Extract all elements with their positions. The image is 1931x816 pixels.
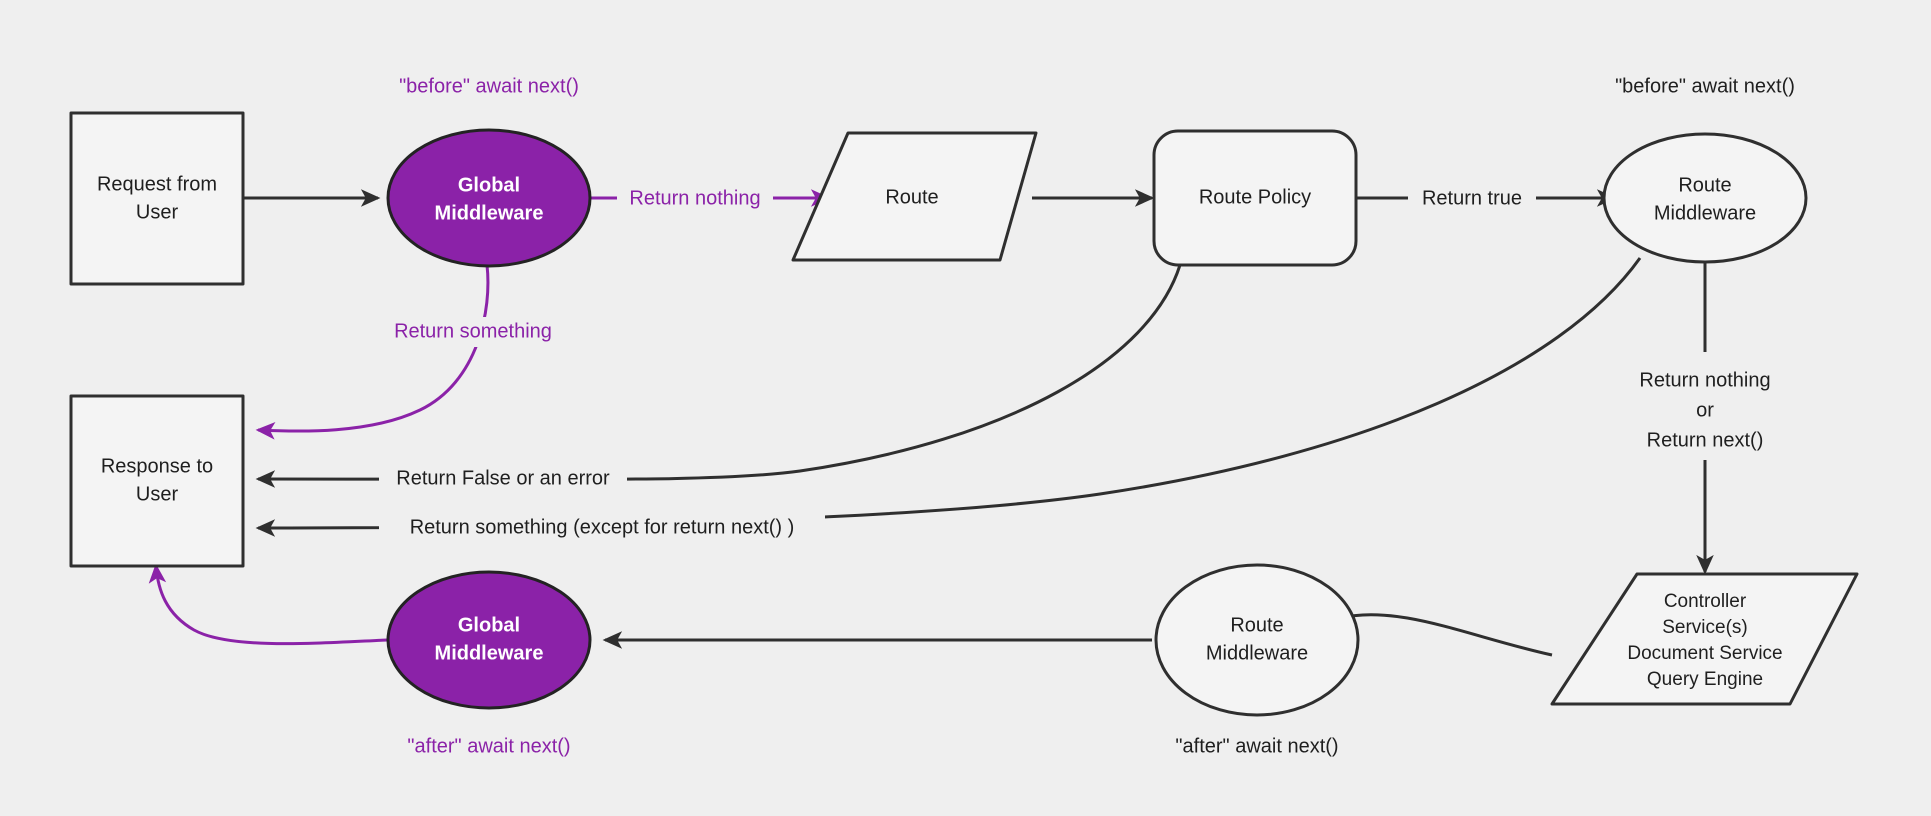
controller-label-line4: Query Engine [1647,669,1763,690]
annotation-after-global-middleware: "after" await next() [407,735,570,757]
controller-label-line2: Service(s) [1662,617,1748,638]
route-middleware-bottom-label-line1: Route [1230,614,1283,636]
return-nothing-text: Return nothing [629,187,760,209]
route-middleware-top-label-line1: Route [1678,174,1731,196]
edge-label-return-something-except: Return something (except for return next… [379,513,825,543]
annotation-before-global-middleware: "before" await next() [399,75,579,97]
global-middleware-top-label-line1: Global [458,174,520,196]
edge-label-return-something: Return something [380,317,565,347]
global-middleware-bottom-label-line1: Global [458,614,520,636]
response-to-user-label-line2: User [136,483,179,505]
global-middleware-top-label-line2: Middleware [435,202,544,224]
return-something-except-text: Return something (except for return next… [410,516,795,538]
return-true-text: Return true [1422,187,1522,209]
edge-global-middleware-bottom-to-response [148,563,388,646]
edge-label-return-true: Return true [1408,183,1536,213]
or-v-text: or [1696,399,1714,421]
return-something-text: Return something [394,320,552,342]
edge-global-middleware-return-something [255,264,490,440]
node-request-from-user[interactable]: Request from User [69,111,245,286]
node-response-to-user[interactable]: Response to User [69,394,245,568]
route-policy-shape [1152,129,1358,267]
return-nothing-v-text: Return nothing [1639,369,1770,391]
controller-label-line1: Controller [1664,591,1747,612]
request-from-user-label-line1: Request from [97,173,217,195]
global-middleware-top-shape [386,128,592,268]
route-label: Route [885,186,938,208]
response-to-user-shape [69,394,245,568]
edge-label-return-nothing-or-next: Return nothing or Return next() [1622,366,1788,460]
route-policy-label: Route Policy [1199,186,1311,208]
route-middleware-bottom-label-line2: Middleware [1206,642,1308,664]
node-global-middleware-top[interactable]: Global Middleware [386,128,592,268]
node-route-middleware-top[interactable]: Route Middleware [1602,132,1808,264]
global-middleware-bottom-shape [386,570,592,710]
node-controller-services[interactable]: Controller Service(s) Document Service Q… [1550,572,1859,706]
node-route[interactable]: Route [791,131,1038,262]
controller-services-shape [1550,572,1859,706]
route-middleware-top-shape [1602,132,1808,264]
edge-label-return-false-or-error: Return False or an error [379,464,627,494]
global-middleware-bottom-label-line2: Middleware [435,642,544,664]
annotation-before-route-middleware: "before" await next() [1615,75,1795,97]
node-global-middleware-bottom[interactable]: Global Middleware [386,570,592,710]
controller-label-line3: Document Service [1627,643,1782,664]
route-middleware-top-label-line2: Middleware [1654,202,1756,224]
node-route-middleware-bottom[interactable]: Route Middleware [1154,563,1360,717]
edge-label-return-nothing: Return nothing [617,183,773,213]
route-shape [791,131,1038,262]
route-middleware-bottom-shape [1154,563,1360,717]
node-route-policy[interactable]: Route Policy [1152,129,1358,267]
request-from-user-shape [69,111,245,286]
return-false-or-error-text: Return False or an error [396,467,610,489]
request-from-user-label-line2: User [136,201,179,223]
return-next-v-text: Return next() [1647,429,1764,451]
response-to-user-label-line1: Response to [101,455,213,477]
edge-route-policy-return-false [255,264,1182,488]
annotation-after-route-middleware: "after" await next() [1175,735,1338,757]
